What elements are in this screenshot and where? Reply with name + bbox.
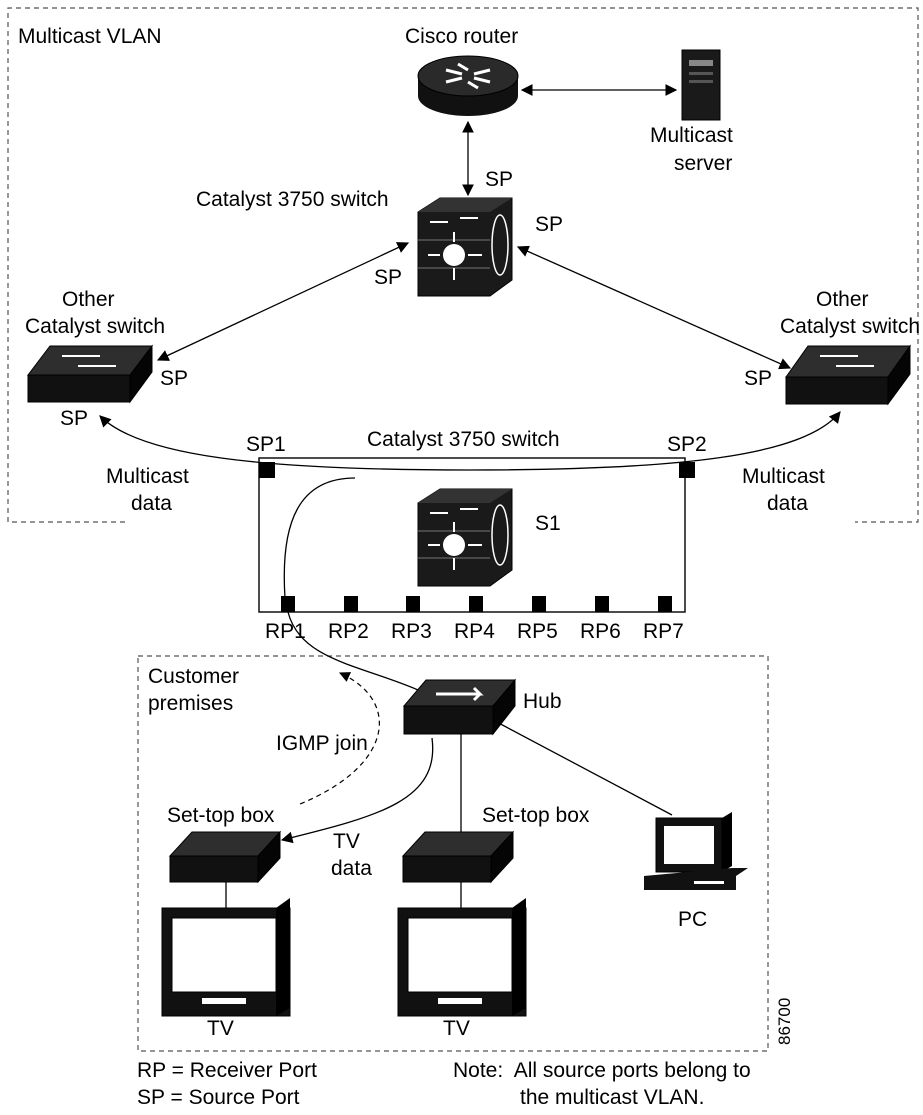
other-catalyst-switch-right (785, 344, 911, 406)
rp3-label: RP3 (391, 620, 432, 643)
settop-box-mid (401, 830, 515, 884)
pc-label: PC (678, 908, 707, 931)
s1-label: S1 (535, 512, 561, 535)
tv-data-label-line2: data (331, 857, 372, 880)
multicast-data-left-line2: data (131, 492, 172, 515)
customer-premises-line1: Customer (148, 665, 239, 688)
other-right-label-line2: Catalyst switch (780, 315, 920, 338)
core-right-switch-link (516, 245, 792, 370)
multicast-server-label-line1: Multicast (650, 124, 733, 147)
rp2-label: RP2 (328, 620, 369, 643)
legend-sp: SP = Source Port (137, 1086, 300, 1109)
legend-note-line2: the multicast VLAN. (520, 1086, 704, 1109)
sp2-label: SP2 (667, 433, 707, 456)
sp-core-left-label: SP (374, 266, 402, 289)
receiver-port-rp4 (469, 596, 483, 612)
hub-pc-link (492, 719, 673, 816)
hub-label: Hub (523, 690, 562, 713)
multicast-data-right-line1: Multicast (742, 465, 825, 488)
rp6-label: RP6 (580, 620, 621, 643)
cisco-router (417, 55, 519, 116)
sp-right-switch-label: SP (744, 367, 772, 390)
sp-core-right-label: SP (535, 213, 563, 236)
rp1-internal-path (283, 477, 356, 599)
s1-switch (417, 488, 513, 587)
multicast-data-left-line1: Multicast (106, 465, 189, 488)
receiver-port-rp5 (532, 596, 546, 612)
receiver-port-rp1 (281, 596, 295, 612)
other-catalyst-switch-left (26, 344, 154, 404)
customer-premises-boundary (137, 655, 769, 1052)
settop-box-left (168, 830, 282, 884)
sp-left-switch-label: SP (160, 367, 188, 390)
legend-rp: RP = Receiver Port (137, 1059, 317, 1082)
tv-data-path (280, 737, 434, 844)
legend-note-line1: Note: All source ports belong to (453, 1059, 751, 1082)
tv-mid-label: TV (443, 1017, 470, 1040)
receiver-port-rp2 (344, 596, 358, 612)
hub (402, 678, 517, 736)
other-right-label-line1: Other (816, 288, 869, 311)
catalyst-3750-top-label: Catalyst 3750 switch (196, 188, 389, 211)
other-left-label-line1: Other (62, 288, 115, 311)
receiver-port-rp3 (406, 596, 420, 612)
rp1-label: RP1 (265, 620, 306, 643)
rp4-label: RP4 (454, 620, 495, 643)
multicast-data-arc (99, 411, 841, 471)
customer-premises-line2: premises (148, 692, 233, 715)
settop-left-label: Set-top box (167, 804, 275, 827)
tv-mid-icon (397, 898, 527, 1017)
core-left-switch-link (156, 242, 410, 361)
igmp-join-label: IGMP join (276, 732, 368, 755)
receiver-ports (281, 596, 672, 612)
receiver-port-rp6 (595, 596, 609, 612)
rp7-label: RP7 (643, 620, 684, 643)
tv-data-label-line1: TV (333, 830, 360, 853)
catalyst-3750-box-label: Catalyst 3750 switch (367, 428, 560, 451)
multicast-vlan-boundary (7, 7, 919, 523)
tv-left-label: TV (207, 1017, 234, 1040)
sp1-port (259, 462, 275, 478)
other-left-label-line2: Catalyst switch (25, 315, 165, 338)
sp-router-label: SP (485, 168, 513, 191)
multicast-data-right-line2: data (767, 492, 808, 515)
sp-left-switch-bottom-label: SP (60, 407, 88, 430)
cisco-router-label: Cisco router (405, 25, 518, 48)
pc-icon (644, 812, 748, 890)
catalyst-3750-core-switch (417, 197, 513, 297)
multicast-server-label-line2: server (674, 152, 732, 175)
igmp-join-arrow (299, 672, 380, 805)
rp5-label: RP5 (517, 620, 558, 643)
rp1-hub-link (287, 611, 419, 691)
figure-number: 86700 (775, 998, 794, 1045)
sp1-label: SP1 (246, 433, 286, 456)
settop-mid-label: Set-top box (482, 804, 590, 827)
multicast-vlan-label: Multicast VLAN (18, 25, 162, 48)
sp2-port (679, 462, 695, 478)
tv-left-icon (161, 898, 291, 1017)
multicast-server-icon (681, 49, 721, 121)
receiver-port-rp7 (658, 596, 672, 612)
